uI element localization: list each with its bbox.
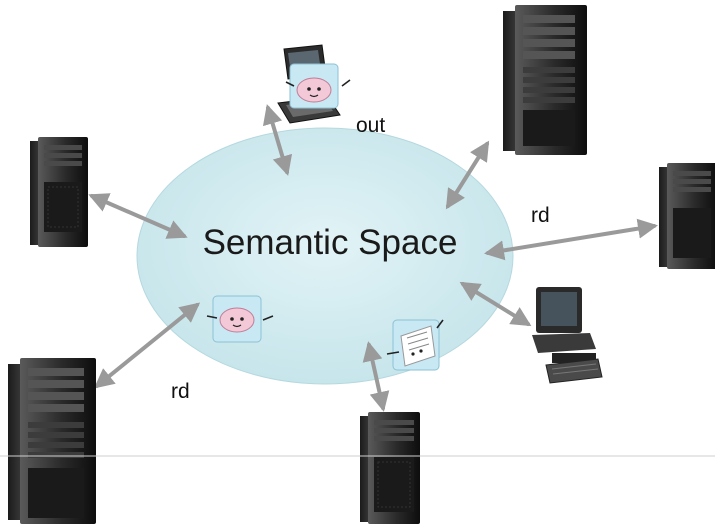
data-tuple-character-icon	[285, 63, 351, 109]
server-tower-icon	[30, 137, 88, 247]
rd-label-left: rd	[171, 380, 190, 403]
server-tower-icon	[360, 412, 420, 524]
server-tower-icon	[8, 358, 96, 524]
out-label: out	[356, 114, 386, 137]
arrow-tower-right	[484, 218, 658, 261]
arrow-laptop-top	[262, 104, 293, 176]
arrow-tower-bottom-left	[93, 302, 201, 389]
arrow-tower-top-right	[445, 140, 490, 210]
arrow-desktop-right	[459, 281, 532, 327]
data-tuple-character-icon	[206, 295, 274, 343]
server-tower-icon	[503, 5, 587, 155]
document-character-icon	[386, 319, 444, 371]
rd-label-right: rd	[531, 204, 550, 227]
semantic-space-label: Semantic Space	[202, 223, 458, 262]
desktop-computer-icon	[532, 287, 603, 384]
server-tower-icon	[659, 163, 715, 269]
arrow-tower-left	[88, 193, 188, 239]
arrow-tower-bottom-center	[362, 341, 390, 412]
